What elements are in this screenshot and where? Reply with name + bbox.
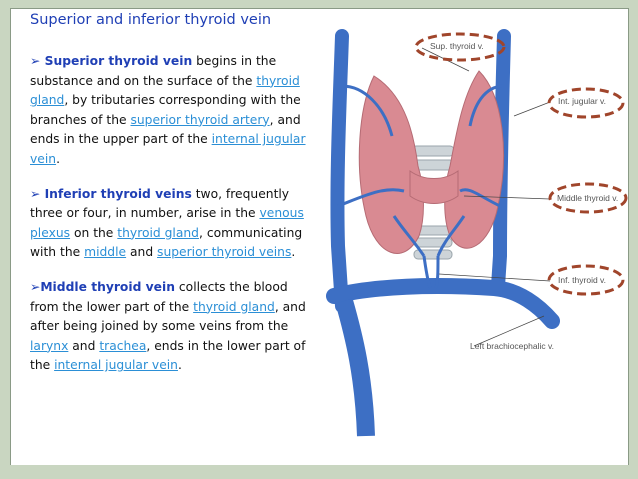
body-text-segment: begins in the substance and on the surfa… (30, 54, 277, 88)
bold-term: Middle thyroid vein (40, 279, 175, 294)
body-text-segment: . (291, 245, 296, 260)
term-link[interactable]: larynx (30, 338, 69, 353)
term-link[interactable]: superior thyroid artery (130, 112, 270, 127)
thyroid-vein-illustration: Sup. thyroid v. Int. jugular v. Middle t… (326, 29, 628, 437)
label-left-brachiocephalic: Left brachiocephalic v. (470, 341, 554, 351)
body-text-segment: , and ends in the upper part of the (30, 112, 301, 147)
paragraph-middle-thyroid-vein: ➢Middle thyroid vein collects the blood … (30, 278, 316, 376)
body-text: ➢ Superior thyroid vein begins in the su… (30, 52, 316, 391)
right-brachiocephalic-vein (335, 298, 375, 437)
term-link[interactable]: trachea (99, 338, 147, 353)
right-internal-jugular-vein (330, 29, 349, 313)
term-link[interactable]: venous plexus (30, 206, 304, 240)
term-link[interactable]: superior thyroid veins (157, 245, 292, 260)
bold-term: Inferior thyroid veins (44, 186, 192, 201)
bold-term: Superior thyroid vein (44, 54, 193, 68)
slide (10, 8, 629, 466)
paragraph-superior-thyroid-vein: ➢ Superior thyroid vein begins in the su… (30, 52, 316, 170)
term-link[interactable]: thyroid gland (193, 299, 275, 314)
term-link[interactable]: middle (84, 245, 127, 260)
bold-term: ➢ (30, 54, 45, 68)
thyroid-right-lobe (444, 70, 504, 249)
term-link[interactable]: thyroid gland (30, 73, 300, 108)
body-text-segment: and (126, 245, 158, 260)
body-text-segment: , ends in the lower part of the (30, 338, 306, 373)
body-text-segment: , communicating with the (30, 225, 303, 260)
bold-term: ➢ (30, 186, 45, 201)
body-text-segment: . (177, 358, 182, 373)
label-inf-thyroid: Inf. thyroid v. (558, 275, 606, 285)
thyroid-isthmus (409, 170, 459, 204)
body-text-segment: . (56, 151, 60, 166)
body-text-segment: collects the blood from the lower part o… (30, 279, 288, 314)
label-middle-thyroid: Middle thyroid v. (557, 193, 618, 203)
label-sup-thyroid: Sup. thyroid v. (430, 41, 484, 51)
highlight-ellipses (414, 32, 628, 296)
body-text-segment: , and after being joined by some veins f… (30, 299, 306, 334)
slide-title: Superior and inferior thyroid vein (30, 12, 272, 28)
footer-band (0, 465, 638, 479)
left-brachiocephalic-vein (326, 278, 560, 329)
label-int-jugular: Int. jugular v. (558, 96, 606, 106)
body-text-segment: two, frequently three or four, in number… (30, 186, 290, 221)
leader-lines (421, 47, 551, 347)
thyroid-left-lobe (358, 75, 424, 254)
bold-term: ➢ (30, 279, 41, 294)
term-link[interactable]: thyroid gland (117, 225, 199, 240)
body-text-segment: and (68, 338, 100, 353)
term-link[interactable]: internal jugular vein (54, 358, 178, 373)
body-text-segment: , by tributaries corresponding with the … (30, 93, 301, 127)
gland-veins (337, 84, 505, 289)
paragraph-inferior-thyroid-veins: ➢ Inferior thyroid veins two, frequently… (30, 185, 316, 263)
term-link[interactable]: internal jugular vein (30, 132, 306, 166)
body-text-segment: on the (70, 225, 118, 240)
